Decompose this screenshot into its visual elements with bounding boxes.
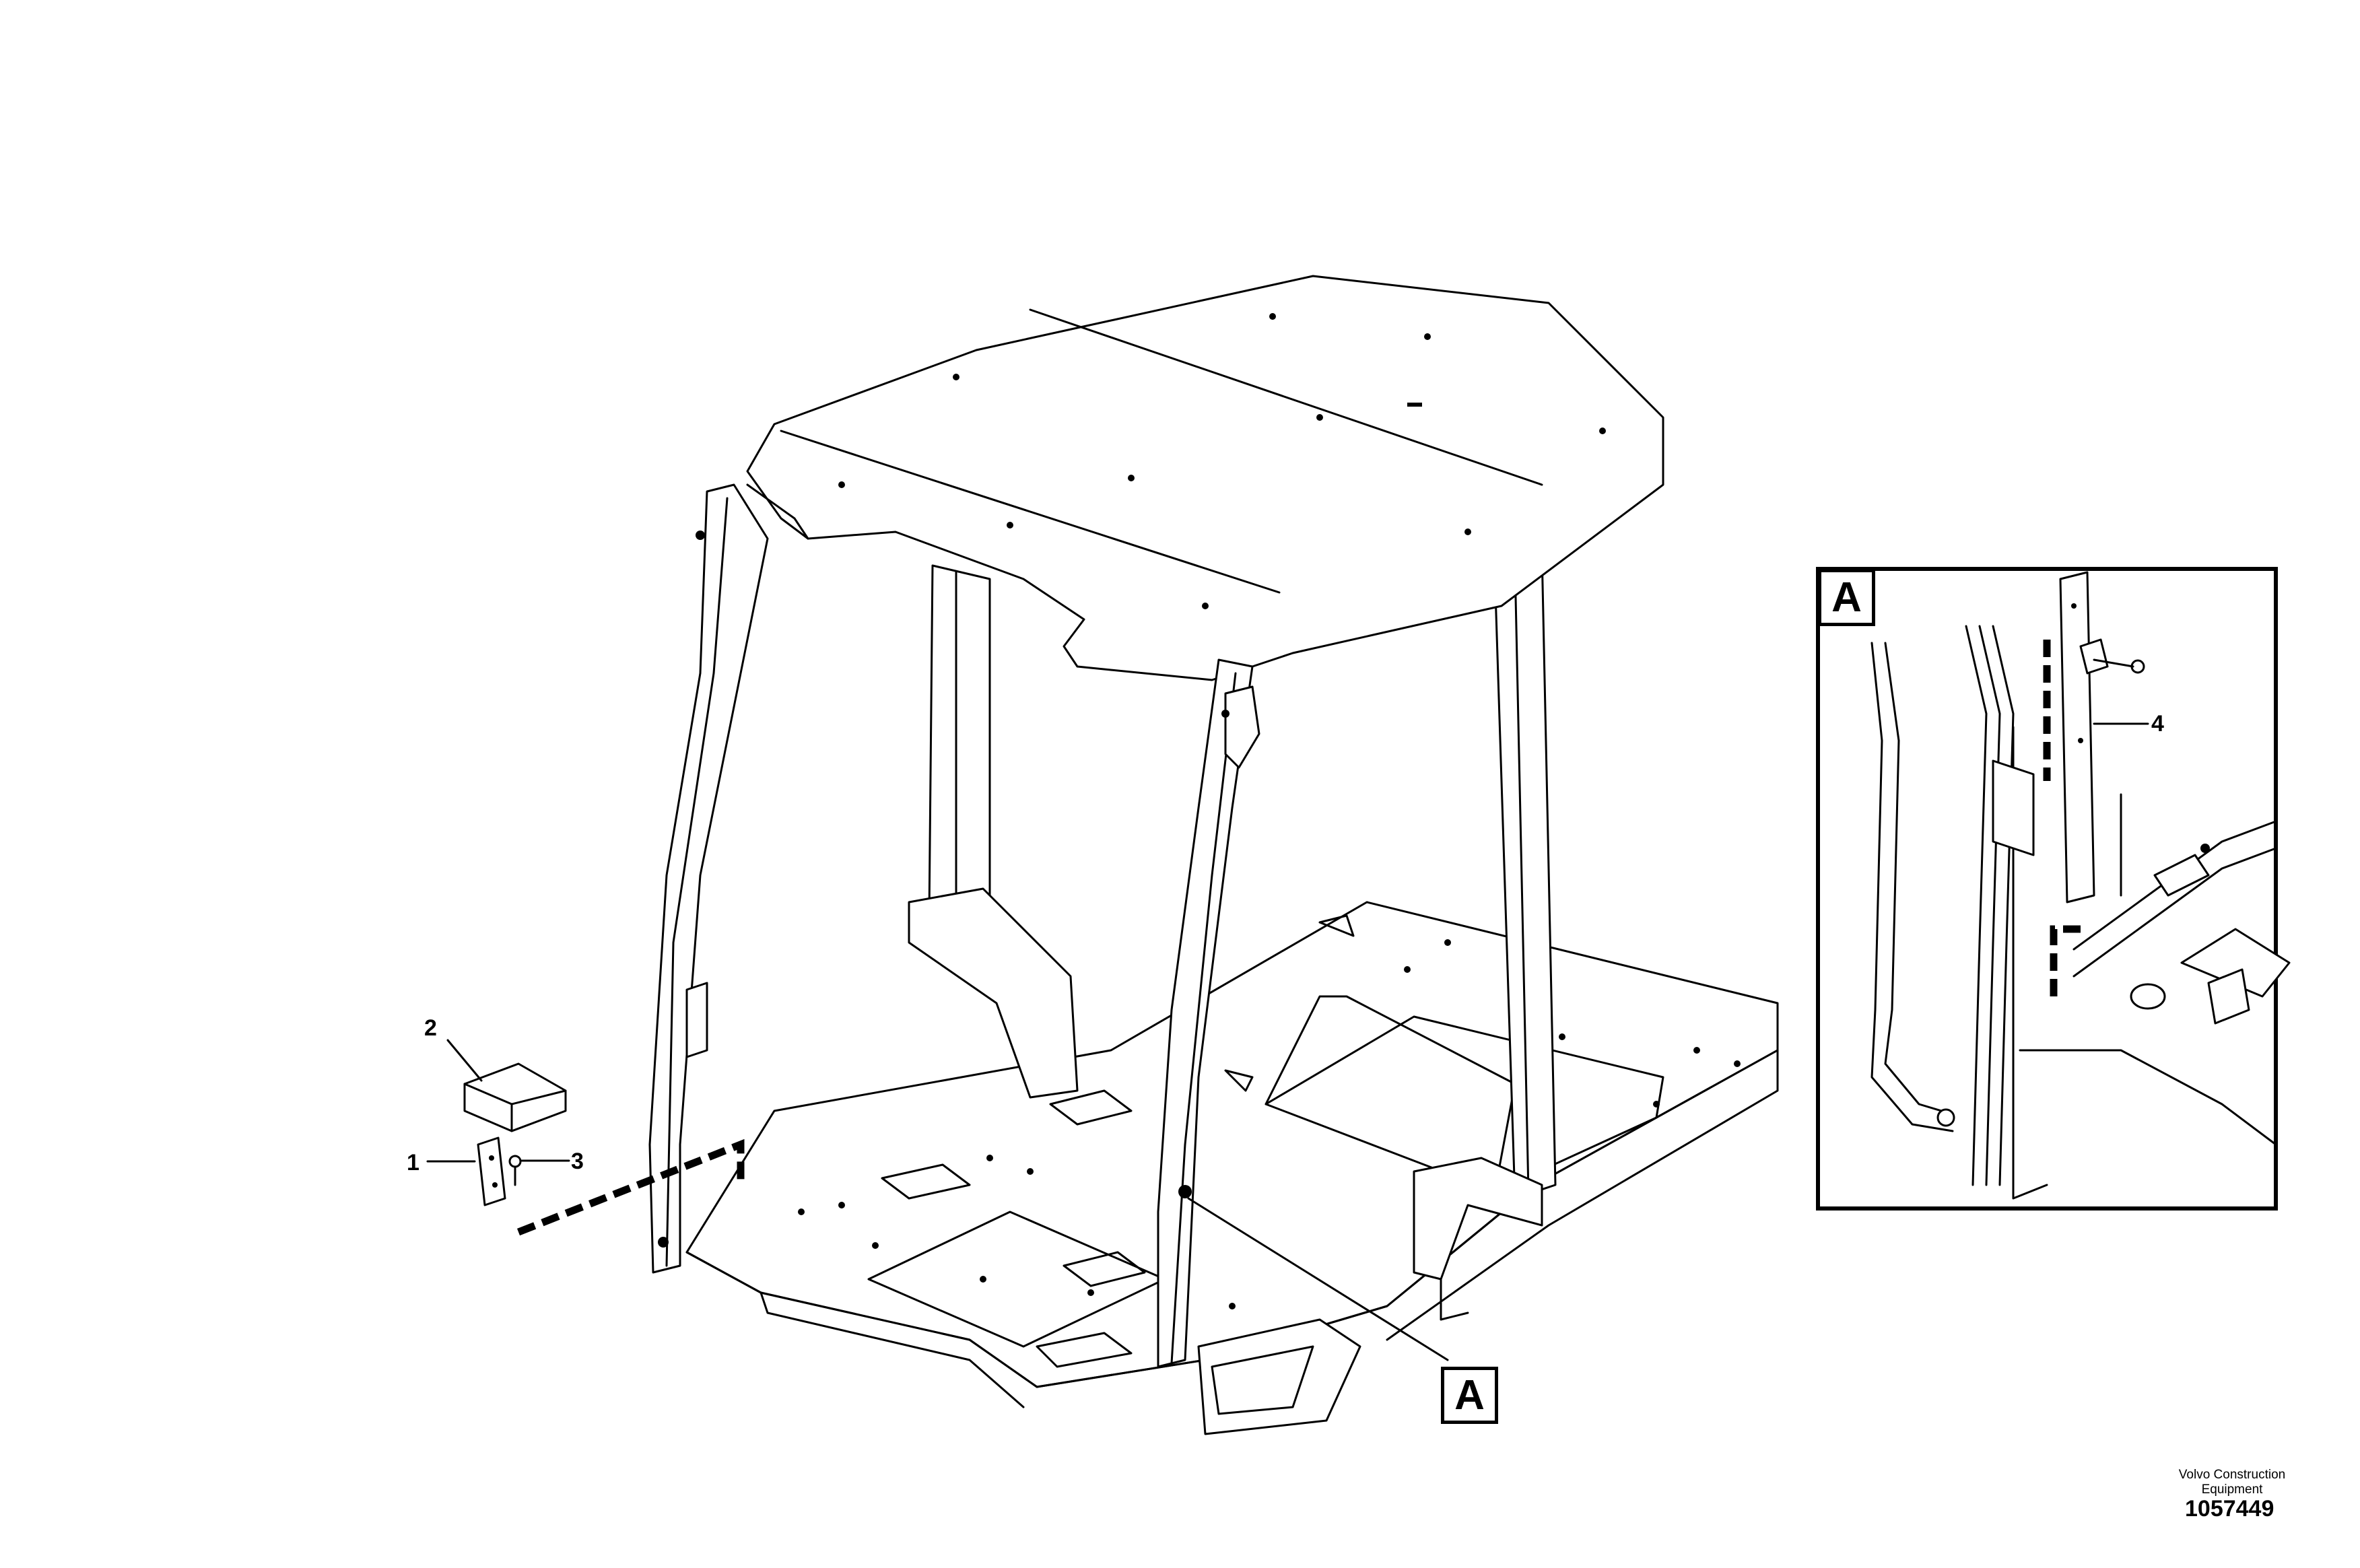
detail-view-label: A — [1818, 569, 1875, 626]
callout-1: 1 — [407, 1150, 419, 1175]
callout-4: 4 — [2151, 711, 2164, 737]
detail-reference-label: A — [1441, 1367, 1498, 1424]
leader-line-2 — [446, 1039, 483, 1082]
part-2-tray — [463, 1062, 567, 1132]
front-right-post — [1157, 658, 1260, 1368]
rear-posts — [908, 551, 1557, 1321]
part-1-bracket — [477, 1136, 506, 1206]
detail-a-leader — [1187, 1197, 1449, 1361]
callout-2: 2 — [424, 1015, 437, 1041]
front-step — [1197, 1318, 1361, 1435]
detail-view-content — [1870, 571, 2291, 1200]
front-left-post — [648, 483, 769, 1274]
drawing-number: 1057449 — [2185, 1496, 2274, 1522]
callout-3: 3 — [571, 1149, 584, 1174]
assembly-path-line — [516, 1138, 745, 1236]
floor-frame — [685, 901, 1779, 1408]
detail-view-frame — [1816, 567, 2278, 1211]
company-name: Volvo Construction Equipment — [2178, 1468, 2286, 1497]
part-3-screw — [508, 1155, 522, 1186]
